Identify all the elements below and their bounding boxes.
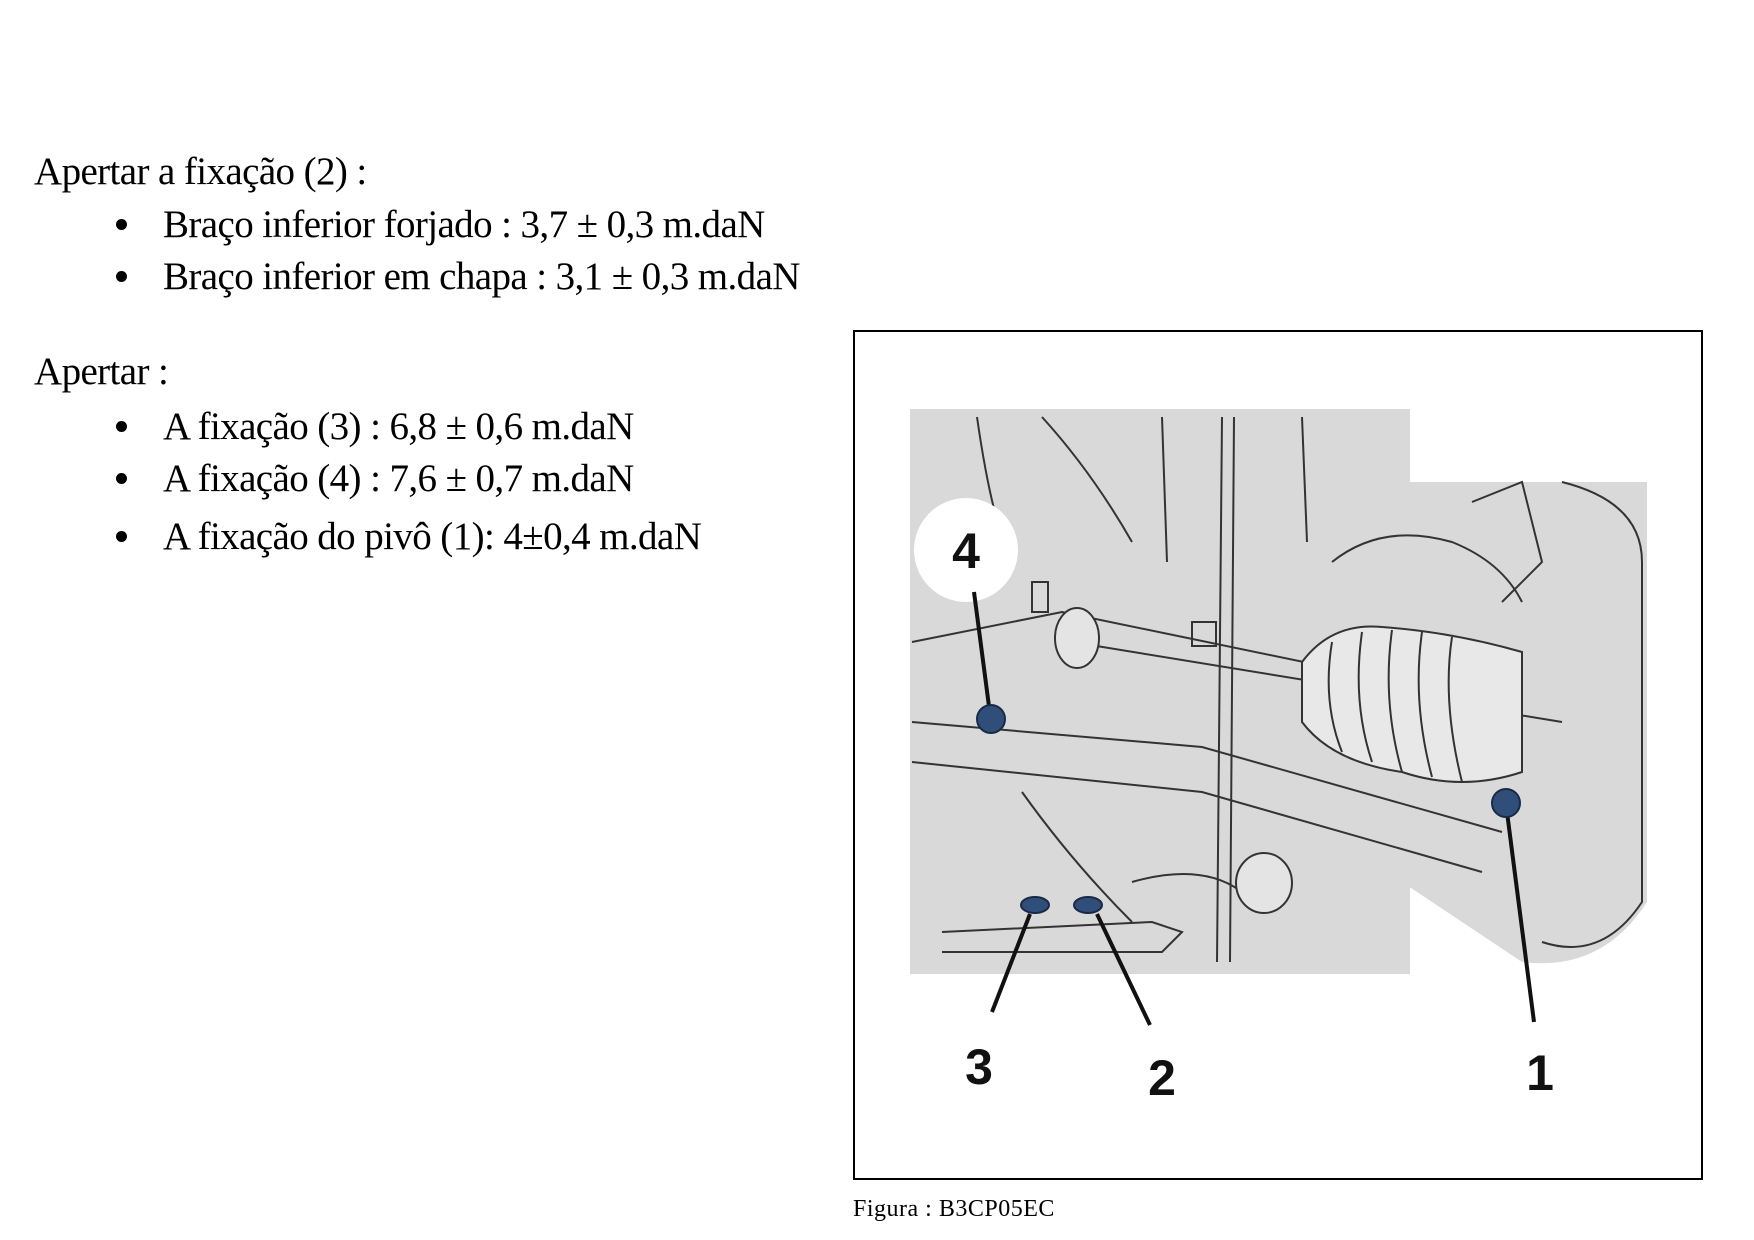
callout-2: 2 <box>1148 1050 1176 1106</box>
bolt-3-icon <box>1020 896 1050 914</box>
list-item: Braço inferior forjado : 3,7 ± 0,3 m.daN <box>163 203 765 246</box>
bullet-icon <box>116 271 127 282</box>
callout-1: 1 <box>1526 1045 1554 1101</box>
callout-3: 3 <box>965 1039 993 1095</box>
bullet-icon <box>116 531 127 542</box>
bullet-icon <box>116 421 127 432</box>
section2-heading: Apertar : <box>34 350 169 393</box>
section1-heading: Apertar a fixação (2) : <box>34 150 367 193</box>
figure-caption: Figura : B3CP05EC <box>853 1196 1055 1222</box>
suspension-figure: 1 2 3 4 <box>853 330 1703 1180</box>
list-item: Braço inferior em chapa : 3,1 ± 0,3 m.da… <box>163 255 800 298</box>
callout-4: 4 <box>952 523 980 579</box>
bolt-4-icon <box>976 704 1006 734</box>
suspension-drawing: 1 2 3 4 <box>910 409 1647 1106</box>
list-item: A fixação (4) : 7,6 ± 0,7 m.daN <box>163 457 634 500</box>
list-item: A fixação (3) : 6,8 ± 0,6 m.daN <box>163 405 634 448</box>
bolt-1-icon <box>1491 788 1521 818</box>
bullet-icon <box>116 473 127 484</box>
list-item: A fixação do pivô (1): 4±0,4 m.daN <box>163 515 702 558</box>
callout-4-badge <box>914 498 1018 602</box>
bolt-2-icon <box>1073 896 1103 914</box>
bullet-icon <box>116 219 127 230</box>
